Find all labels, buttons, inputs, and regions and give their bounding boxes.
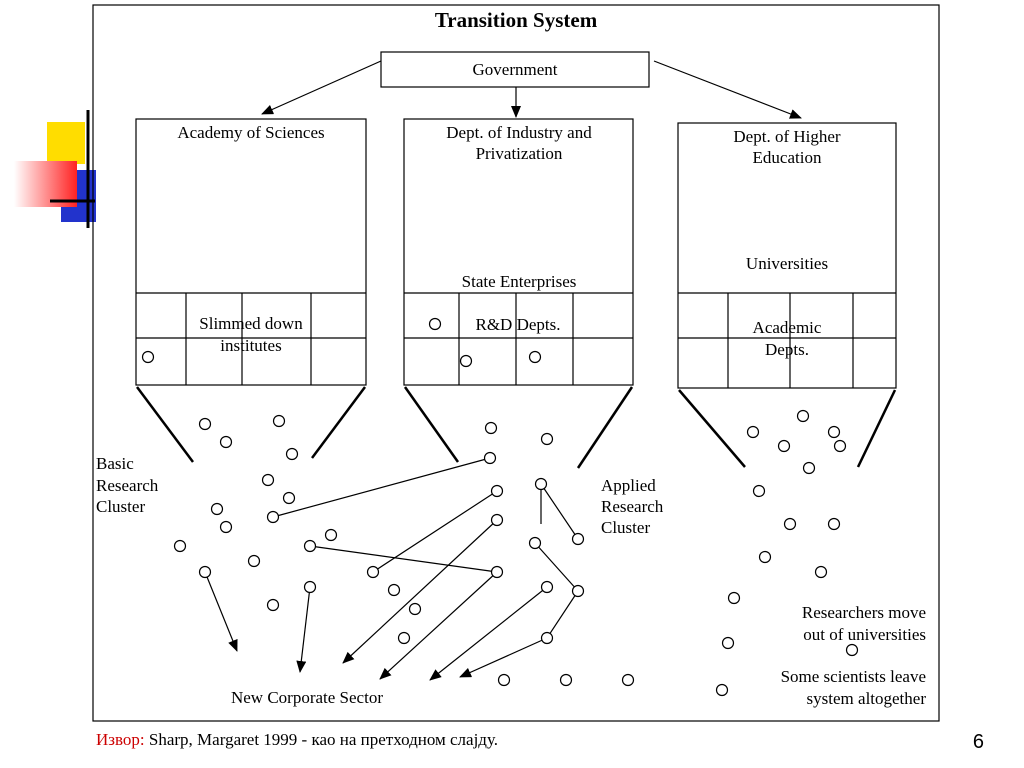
applied-cluster-label-1: Applied — [601, 476, 656, 495]
higher-ed-label-1: Dept. of Higher — [733, 127, 841, 146]
industry-column — [403, 118, 634, 469]
source-label: Извор: — [96, 730, 145, 749]
state-enterprises-label: State Enterprises — [462, 272, 577, 291]
diagram-title: Transition System — [435, 8, 598, 32]
gov-to-higher-ed-arrow — [653, 60, 802, 119]
scientists-leave-label-2: system altogether — [807, 689, 927, 708]
government-label: Government — [473, 60, 558, 79]
academic-label-1: Academic — [753, 318, 822, 337]
higher-ed-label-2: Education — [753, 148, 822, 167]
industry-label-2: Privatization — [476, 144, 563, 163]
academy-label: Academy of Sciences — [177, 123, 324, 142]
industry-label-1: Dept. of Industry and — [446, 123, 592, 142]
source-text: Sharp, Margaret 1999 - као на претходном… — [144, 730, 499, 749]
basic-cluster-label-1: Basic — [96, 454, 134, 473]
slimmed-label-2: institutes — [220, 336, 281, 355]
source-citation: Извор: Sharp, Margaret 1999 - као на пре… — [96, 730, 498, 750]
basic-cluster-label-3: Cluster — [96, 497, 145, 516]
higher-ed-column — [677, 122, 897, 468]
applied-cluster-label-3: Cluster — [601, 518, 650, 537]
researcher-circles — [141, 317, 859, 697]
applied-cluster-label-2: Research — [601, 497, 664, 516]
researchers-move-label-1: Researchers move — [802, 603, 926, 622]
new-corporate-label: New Corporate Sector — [231, 688, 383, 707]
researchers-move-label-2: out of universities — [803, 625, 926, 644]
academic-label-2: Depts. — [765, 340, 809, 359]
rd-depts-label: R&D Depts. — [476, 315, 561, 334]
government-box — [380, 51, 650, 88]
movement-arrows — [204, 519, 548, 681]
slide-logo-decoration — [14, 110, 96, 228]
academy-column — [135, 118, 367, 463]
universities-label: Universities — [746, 254, 828, 273]
scientists-leave-label-1: Some scientists leave — [781, 667, 926, 686]
connector-lines — [272, 457, 579, 639]
basic-cluster-label-2: Research — [96, 476, 159, 495]
diagram-frame — [92, 4, 940, 722]
slide-number: 6 — [972, 731, 984, 753]
gov-to-academy-arrow — [261, 60, 382, 115]
slimmed-label-1: Slimmed down — [199, 314, 303, 333]
